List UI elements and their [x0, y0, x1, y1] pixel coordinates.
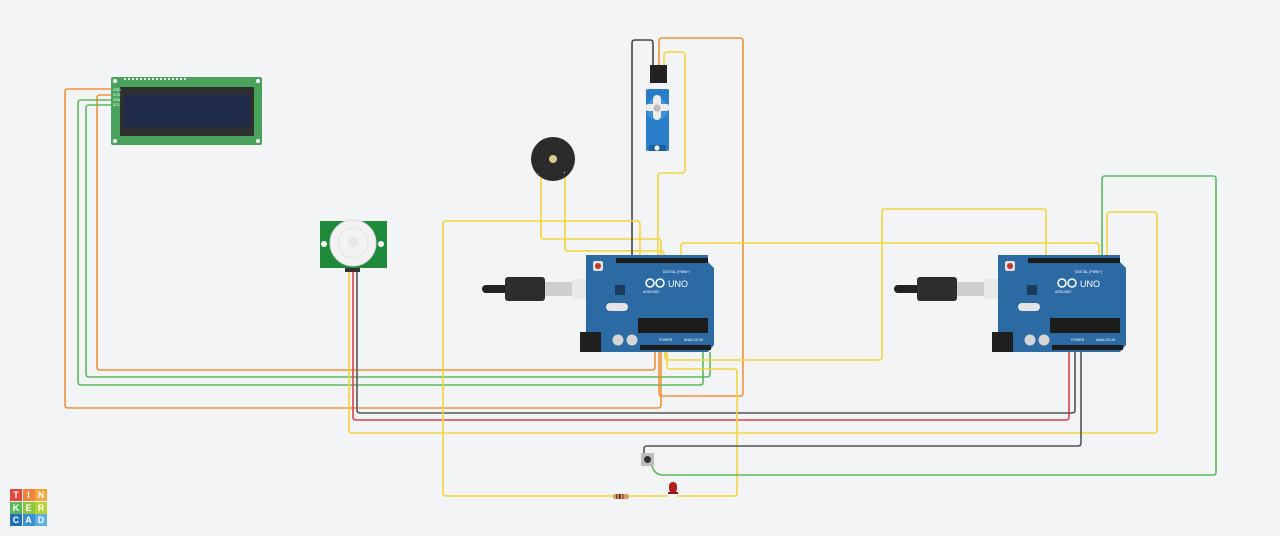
arduino-uno-2[interactable]: UNO ARDUINO DIGITAL (PWM~) POWER ANALOG …: [894, 255, 1126, 352]
logo-letter: I: [22, 489, 35, 501]
power-label: POWER: [659, 338, 673, 342]
arduino-uno-1[interactable]: UNO ARDUINO DIGITAL (PWM~) POWER ANALOG …: [482, 255, 714, 352]
wire-lcd-vcc[interactable]: [96, 94, 656, 371]
wire-servo-gnd[interactable]: [631, 39, 654, 258]
usb-cable-2: [894, 277, 1012, 301]
board-brand-label: ARDUINO: [643, 290, 659, 294]
svg-text:SCL: SCL: [113, 103, 120, 107]
micro-servo[interactable]: [645, 65, 670, 151]
lcd-pin-header: [124, 78, 186, 80]
power-label: POWER: [1071, 338, 1085, 342]
pir-sensor[interactable]: [320, 219, 387, 272]
wire-a1-to-a2-digital[interactable]: [680, 242, 1100, 258]
logo-letter: R: [35, 501, 47, 514]
digital-label: DIGITAL (PWM~): [663, 270, 690, 274]
wire-button-gnd[interactable]: [643, 352, 1082, 456]
lcd-display[interactable]: GND VCC SDA SCL: [111, 77, 262, 145]
wire-servo-signal[interactable]: [657, 51, 686, 258]
digital-label: DIGITAL (PWM~): [1075, 270, 1102, 274]
logo-letter: A: [22, 514, 35, 526]
piezo-buzzer[interactable]: - +: [531, 137, 575, 181]
buzzer-pos-label: +: [563, 170, 566, 175]
wire-button-signal[interactable]: [650, 175, 1217, 476]
wire-buzzer-pos[interactable]: [564, 175, 665, 258]
lcd-screen: [124, 95, 250, 127]
wire-a2-loop[interactable]: [664, 208, 1047, 361]
logo-letter: C: [10, 514, 22, 526]
logo-letter: E: [22, 501, 35, 514]
logo-letter: T: [10, 489, 22, 501]
wire-pir-vcc[interactable]: [352, 270, 1070, 421]
board-model-label: UNO: [1080, 279, 1100, 289]
wire-led-5v[interactable]: [666, 352, 738, 497]
analog-label: ANALOG IN: [684, 338, 704, 342]
wire-pir-signal[interactable]: [348, 211, 1158, 434]
wire-lcd-scl[interactable]: [85, 104, 711, 378]
wire-lcd-sda[interactable]: [77, 99, 704, 386]
wire-buzzer-neg[interactable]: [540, 175, 662, 258]
board-model-label: UNO: [668, 279, 688, 289]
board-brand-label: ARDUINO: [1055, 290, 1071, 294]
svg-text:VCC: VCC: [113, 93, 121, 97]
svg-text:SDA: SDA: [113, 98, 121, 102]
pushbutton[interactable]: [641, 453, 654, 466]
svg-text:GND: GND: [113, 88, 121, 92]
buzzer-neg-label: -: [538, 170, 540, 175]
wire-lcd-gnd[interactable]: [64, 88, 662, 409]
tinkercad-logo[interactable]: T I N K E R C A D: [10, 489, 47, 526]
lcd-pin-labels: GND VCC SDA SCL: [113, 88, 121, 107]
wire-led-loop[interactable]: [442, 220, 641, 497]
resistor[interactable]: [613, 494, 629, 499]
wire-pir-gnd[interactable]: [356, 270, 1076, 414]
arduino-logo-2: [1057, 278, 1077, 288]
logo-letter: D: [35, 514, 47, 526]
logo-letter: K: [10, 501, 22, 514]
arduino-logo-1: [645, 278, 665, 288]
logo-letter: N: [35, 489, 47, 501]
usb-cable-1: [482, 277, 600, 301]
analog-label: ANALOG IN: [1096, 338, 1116, 342]
led[interactable]: [668, 482, 678, 494]
wire-servo-vcc[interactable]: [658, 37, 744, 397]
